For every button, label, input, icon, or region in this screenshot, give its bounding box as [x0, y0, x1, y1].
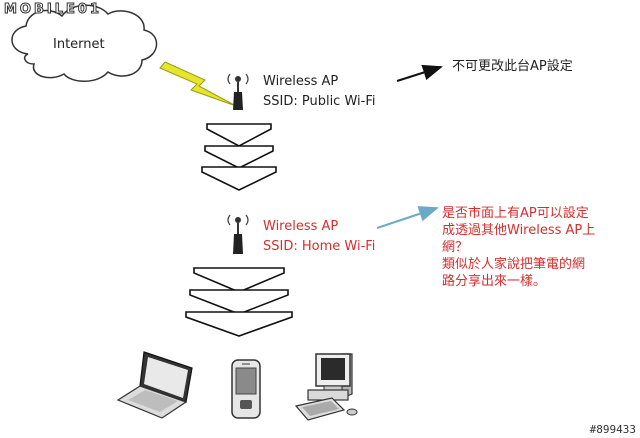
antenna-icon	[227, 73, 249, 110]
note-question: 是否市面上有AP可以設定 成透過其他Wireless AP上 網？ 類似於人家說…	[442, 205, 595, 290]
phone-icon	[231, 359, 261, 419]
internet-label: Internet	[53, 37, 105, 52]
cloud-icon	[11, 4, 158, 82]
note-question-line: 類似於人家說把筆電的網	[442, 257, 586, 272]
signal-wave-icon	[201, 123, 277, 191]
ap2-name: Wireless AP	[263, 219, 339, 234]
note-arrow-black	[396, 64, 443, 82]
note-question-line: 網？	[442, 240, 469, 255]
site-logo: MOBILE01	[4, 2, 102, 18]
note-arrow-blue	[376, 206, 439, 229]
antenna-icon	[227, 214, 249, 254]
note-question-line: 路分享出來一樣。	[442, 274, 547, 289]
watermark: #899433	[589, 423, 636, 436]
ap2-ssid: SSID: Home Wi-Fi	[263, 239, 376, 254]
note-question-line: 是否市面上有AP可以設定	[442, 206, 589, 221]
laptop-icon	[116, 351, 193, 419]
note-cannot-change: 不可更改此台AP設定	[452, 59, 573, 74]
note-question-line: 成透過其他Wireless AP上	[442, 223, 596, 238]
desktop-computer-icon	[294, 353, 358, 421]
ap1-name: Wireless AP	[263, 74, 339, 89]
ap1-ssid: SSID: Public Wi-Fi	[263, 94, 376, 109]
lightning-icon	[159, 61, 237, 107]
signal-wave-icon	[185, 267, 293, 337]
